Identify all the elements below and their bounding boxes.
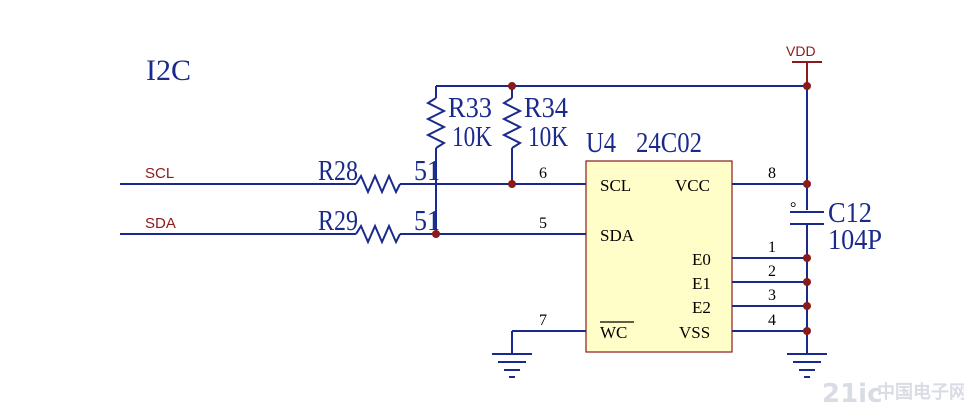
pin-name-scl: SCL [600, 176, 631, 195]
pin-name-e0: E0 [692, 250, 711, 269]
r34-value: 10K [528, 122, 568, 153]
r28-value: 51 [414, 156, 440, 187]
chip-part-number: 24C02 [636, 128, 702, 159]
vdd-power-symbol: VDD [786, 43, 822, 86]
pin-number-vss: 4 [768, 312, 776, 329]
cap-ref: C12 [828, 198, 872, 229]
junction-vdd-corner [803, 82, 811, 90]
pin-number-scl: 6 [539, 165, 547, 182]
pin-name-wc: WC [600, 323, 627, 342]
junction-vcc [803, 180, 811, 188]
pin-number-e0: 1 [768, 239, 776, 256]
pin-name-e2: E2 [692, 298, 711, 317]
pin-name-vcc: VCC [675, 176, 710, 195]
watermark-text: 中国电子网 [877, 381, 964, 403]
pin-number-e2: 3 [768, 287, 776, 304]
wc-ground-path: 7 [492, 312, 586, 378]
cap-polarity-mark: ° [790, 200, 796, 217]
chip-body [585, 160, 733, 353]
r34-ref: R34 [524, 93, 568, 124]
r28-zigzag [355, 173, 401, 195]
sda-net: SDA R29 51 [120, 206, 586, 245]
junction-vss [803, 327, 811, 335]
cap-value: 104P [828, 225, 882, 256]
r33-zigzag [425, 97, 447, 149]
ground-symbol-right [787, 353, 827, 378]
schematic-title: I2C [146, 54, 191, 87]
pin-number-wc: 7 [539, 312, 547, 329]
junction-e0 [803, 254, 811, 262]
scl-net: SCL R28 51 [120, 156, 586, 195]
r28-ref: R28 [318, 156, 358, 187]
watermark: 21ic 中国电子网 [822, 379, 964, 409]
r29-ref: R29 [318, 206, 358, 237]
junction-e2 [803, 302, 811, 310]
pin-number-vcc: 8 [768, 165, 776, 182]
chip-ref: U4 [586, 128, 616, 159]
junction-e1 [803, 278, 811, 286]
pin-name-vss: VSS [679, 323, 710, 342]
sda-net-label: SDA [145, 215, 176, 232]
pin-number-sda: 5 [539, 215, 547, 232]
pin-name-e1: E1 [692, 274, 711, 293]
pin-name-sda: SDA [600, 226, 635, 245]
resistor-r33: R33 10K [425, 86, 492, 234]
junction-r34-top [508, 82, 516, 90]
junction-scl-pullup [508, 180, 516, 188]
chip-u4: U4 24C02 SCL SDA WC VCC E0 E1 E2 VSS [585, 128, 733, 353]
r33-value: 10K [452, 122, 492, 153]
resistor-r34: R34 10K [501, 86, 568, 184]
pin-number-e1: 2 [768, 263, 776, 280]
r33-ref: R33 [448, 93, 492, 124]
junction-sda-pullup [432, 230, 440, 238]
chip-right-pins: 8 1 2 3 4 [732, 165, 807, 332]
watermark-logo: 21ic [822, 379, 883, 409]
r29-zigzag [355, 223, 401, 245]
r34-zigzag [501, 97, 523, 149]
junction-dots [432, 82, 811, 335]
scl-net-label: SCL [145, 165, 174, 182]
vdd-label: VDD [786, 43, 816, 59]
